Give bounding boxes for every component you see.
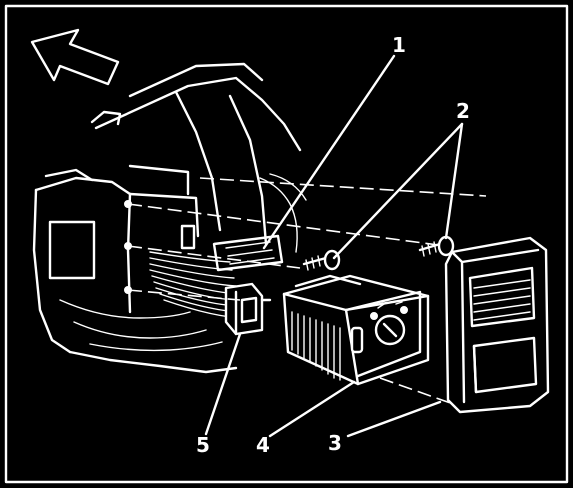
callout-1: 1 (392, 33, 406, 57)
headlamp-switch (282, 274, 430, 386)
callout-5: 5 (196, 433, 210, 457)
mounting-holes (124, 200, 132, 294)
screw-left (302, 249, 341, 271)
instrument-panel (32, 62, 307, 374)
screw-right (418, 235, 455, 257)
trim-bezel-vent (444, 236, 550, 414)
leader-lines (204, 54, 464, 438)
frame-border (4, 4, 569, 484)
alignment-lines (127, 177, 487, 411)
callout-3: 3 (328, 431, 342, 455)
harness-connector (224, 282, 272, 336)
callout-2: 2 (456, 99, 470, 123)
arrow-up-left-icon (30, 28, 120, 86)
callout-4: 4 (256, 433, 270, 457)
